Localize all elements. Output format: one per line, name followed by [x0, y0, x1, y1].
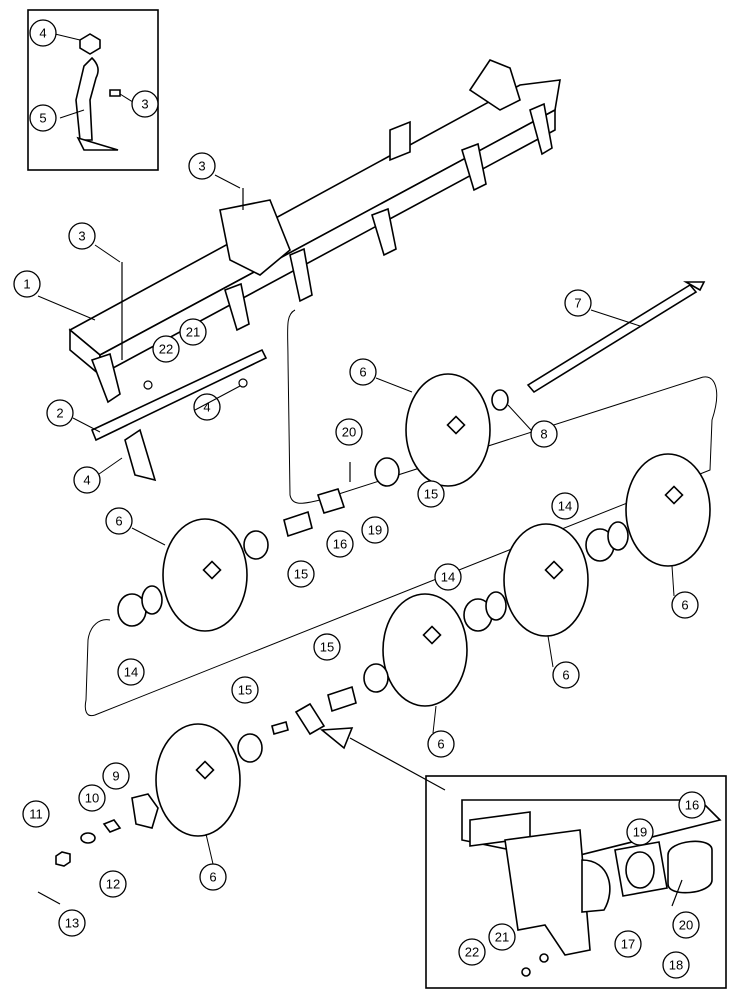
callout-labels: 4 5 3 3 3 1 21 22 7 6 2 4 8 20 4 15 14 6… [13, 19, 706, 979]
callout-10: 10 [78, 784, 106, 812]
callout-number: 21 [186, 325, 200, 340]
callout-3: 3 [68, 222, 96, 250]
spools-and-bearings [117, 389, 629, 763]
callout-number: 10 [85, 791, 99, 806]
shank-detail-inset [27, 9, 159, 171]
callout-6: 6 [199, 863, 227, 891]
callout-22: 22 [458, 938, 486, 966]
callout-13: 13 [58, 909, 86, 937]
callout-14: 14 [551, 492, 579, 520]
discs [155, 373, 711, 837]
leader-lines [37, 174, 675, 865]
callout-number: 6 [437, 737, 444, 752]
callout-number: 21 [495, 930, 509, 945]
callout-15: 15 [231, 676, 259, 704]
callout-3: 3 [188, 152, 216, 180]
callout-number: 13 [65, 916, 79, 931]
callout-2: 2 [46, 399, 74, 427]
callout-number: 17 [621, 937, 635, 952]
callout-number: 4 [83, 473, 90, 488]
callout-20: 20 [335, 418, 363, 446]
callout-14: 14 [434, 563, 462, 591]
callout-16: 16 [678, 791, 706, 819]
callout-number: 15 [294, 567, 308, 582]
callout-4: 4 [193, 393, 221, 421]
gang-outline [84, 309, 718, 717]
callout-number: 3 [198, 159, 205, 174]
callout-number: 1 [23, 277, 30, 292]
callout-21: 21 [179, 318, 207, 346]
callout-6: 6 [552, 661, 580, 689]
callout-number: 15 [238, 683, 252, 698]
callout-number: 5 [39, 111, 46, 126]
callout-number: 3 [141, 97, 148, 112]
callout-number: 16 [685, 798, 699, 813]
callout-11: 11 [22, 800, 50, 828]
callout-number: 9 [112, 769, 119, 784]
callout-5: 5 [29, 104, 57, 132]
callout-number: 6 [359, 365, 366, 380]
callout-21: 21 [488, 923, 516, 951]
callout-8: 8 [530, 420, 558, 448]
callout-7: 7 [564, 289, 592, 317]
callout-number: 16 [333, 537, 347, 552]
callout-number: 14 [124, 665, 138, 680]
callout-number: 19 [633, 825, 647, 840]
callout-6: 6 [105, 507, 133, 535]
axle-shaft [526, 281, 706, 394]
callout-number: 20 [679, 918, 693, 933]
callout-number: 6 [562, 668, 569, 683]
bearing-detail-inset [425, 775, 727, 989]
callout-6: 6 [671, 591, 699, 619]
detail-arrow [319, 727, 446, 791]
callout-number: 4 [39, 26, 46, 41]
callout-17: 17 [614, 930, 642, 958]
callout-number: 7 [574, 296, 581, 311]
callout-16: 16 [326, 530, 354, 558]
callout-number: 22 [159, 342, 173, 357]
callout-number: 12 [106, 877, 120, 892]
callout-1: 1 [13, 270, 41, 298]
callout-number: 14 [441, 570, 455, 585]
callout-number: 14 [558, 499, 572, 514]
callout-number: 4 [203, 400, 210, 415]
callout-14: 14 [117, 658, 145, 686]
callout-number: 15 [424, 487, 438, 502]
hardware [37, 793, 159, 905]
callout-number: 2 [56, 406, 63, 421]
callout-number: 18 [669, 958, 683, 973]
callout-19: 19 [361, 516, 389, 544]
callout-15: 15 [417, 480, 445, 508]
callout-19: 19 [626, 818, 654, 846]
callout-number: 20 [342, 425, 356, 440]
callout-4: 4 [29, 19, 57, 47]
callout-number: 8 [540, 427, 547, 442]
callout-number: 6 [115, 514, 122, 529]
callout-12: 12 [99, 870, 127, 898]
callout-9: 9 [102, 762, 130, 790]
callout-6: 6 [349, 358, 377, 386]
callout-15: 15 [313, 633, 341, 661]
callout-number: 15 [320, 640, 334, 655]
callout-3: 3 [131, 90, 159, 118]
callout-6: 6 [427, 730, 455, 758]
callout-20: 20 [672, 911, 700, 939]
callout-22: 22 [152, 335, 180, 363]
callout-15: 15 [287, 560, 315, 588]
callout-number: 3 [78, 229, 85, 244]
callout-4: 4 [73, 466, 101, 494]
callout-number: 11 [29, 807, 43, 822]
callout-number: 19 [368, 523, 382, 538]
callout-number: 22 [465, 945, 479, 960]
callout-number: 6 [681, 598, 688, 613]
callout-18: 18 [662, 951, 690, 979]
toolbar-frame [68, 59, 561, 404]
callout-number: 6 [209, 870, 216, 885]
scraper-bar [90, 348, 268, 482]
